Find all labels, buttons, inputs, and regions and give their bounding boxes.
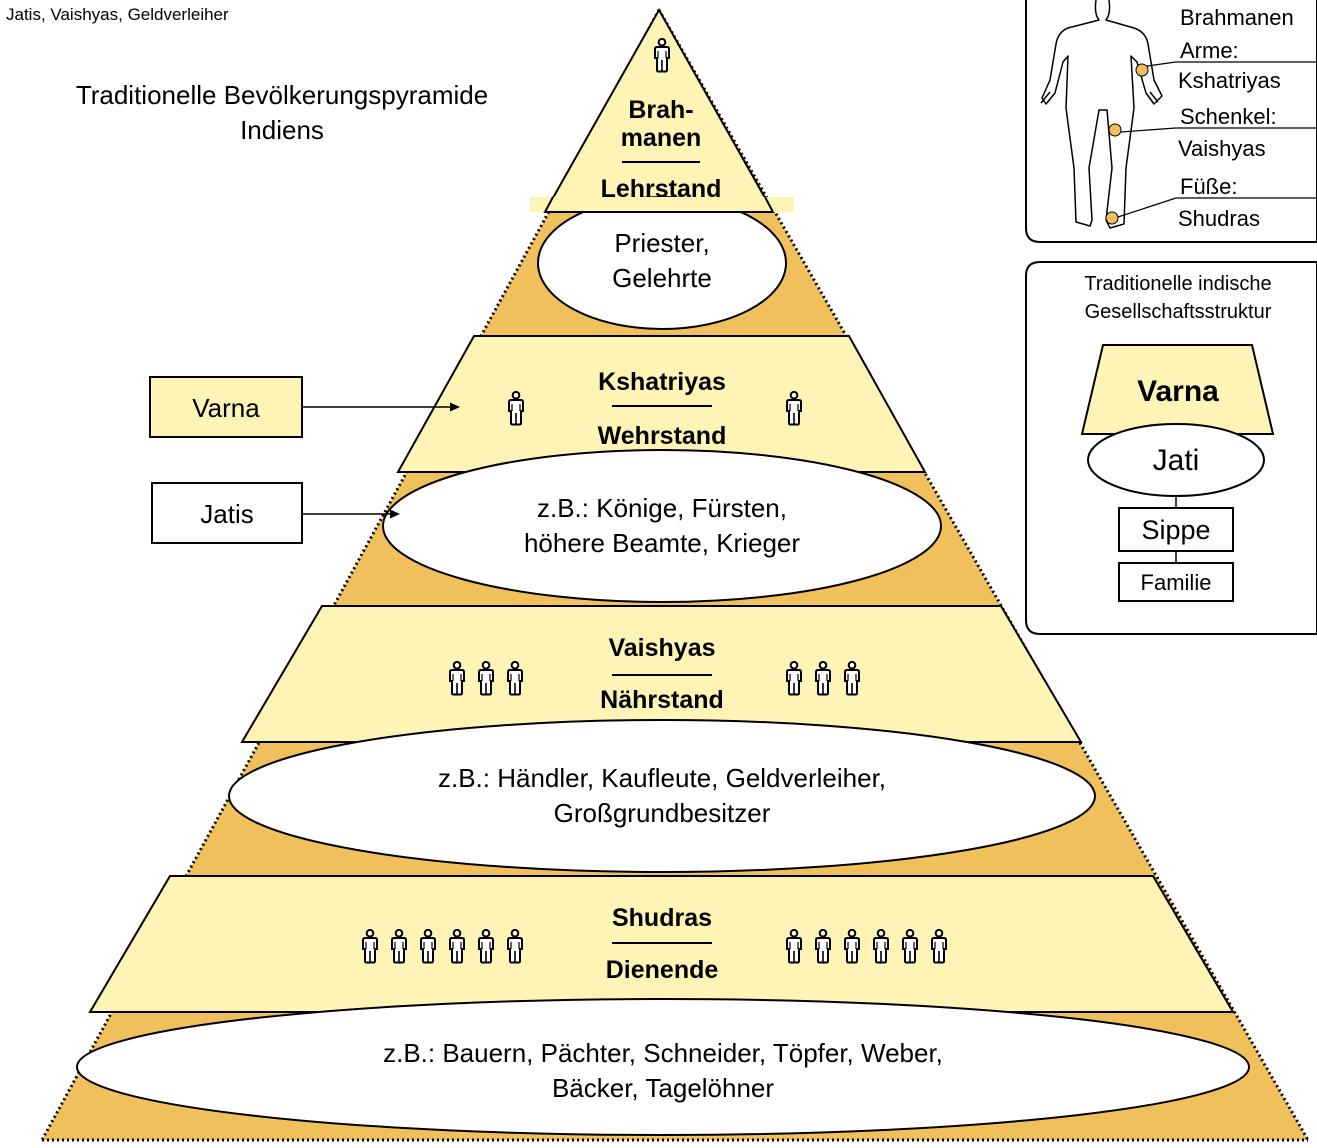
body-arms-label: Arme: <box>1180 38 1239 63</box>
caption-text: Jatis, Vaishyas, Geldverleiher <box>6 5 229 24</box>
structure-jati-label: Jati <box>1153 444 1200 477</box>
kshatriyas-stand: Wehrstand <box>598 422 727 450</box>
kshatriyas-name: Kshatriyas <box>598 368 726 396</box>
structure-title-2: Gesellschaftsstruktur <box>1085 301 1272 323</box>
diagram-title-line2: Indiens <box>240 115 324 145</box>
body-thigh-value: Vaishyas <box>1178 136 1266 161</box>
examples-vaishyas <box>229 720 1095 872</box>
brahmanen-examples-2: Gelehrte <box>612 263 712 293</box>
shudras-examples-2: Bäcker, Tagelöhner <box>552 1073 774 1103</box>
structure-sippe-label: Sippe <box>1141 515 1210 545</box>
vaishyas-stand: Nährstand <box>600 686 724 714</box>
vaishyas-examples-1: z.B.: Händler, Kaufleute, Geldverleiher, <box>438 763 886 793</box>
body-head-label: Brahmanen <box>1180 5 1294 30</box>
callout-varna-label: Varna <box>192 393 260 423</box>
examples-kshatriyas <box>383 450 941 602</box>
brahmanen-examples-1: Priester, <box>614 228 709 258</box>
brahmanen-name-1: Brah- <box>628 96 693 124</box>
body-feet-value: Shudras <box>1178 206 1260 231</box>
shudras-name: Shudras <box>612 904 712 932</box>
vaishyas-examples-2: Großgrundbesitzer <box>554 798 771 828</box>
body-marker-arms <box>1136 64 1148 76</box>
structure-familie-label: Familie <box>1141 570 1212 595</box>
shudras-examples-1: z.B.: Bauern, Pächter, Schneider, Töpfer… <box>383 1038 943 1068</box>
vaishyas-name: Vaishyas <box>608 634 715 662</box>
body-thigh-label: Schenkel: <box>1180 104 1277 129</box>
body-feet-label: Füße: <box>1180 174 1237 199</box>
brahmanen-name-2: manen <box>621 124 702 152</box>
kshatriyas-examples-1: z.B.: Könige, Fürsten, <box>537 493 787 523</box>
body-marker-feet <box>1106 212 1118 224</box>
brahmanen-band-overlap <box>530 197 794 212</box>
kshatriyas-examples-2: höhere Beamte, Krieger <box>524 528 800 558</box>
shudras-stand: Dienende <box>606 956 719 984</box>
body-arms-value: Kshatriyas <box>1178 68 1281 93</box>
callout-jatis-label: Jatis <box>200 499 253 529</box>
body-marker-thigh <box>1109 124 1121 136</box>
structure-title-1: Traditionelle indische <box>1084 273 1271 295</box>
structure-varna-label: Varna <box>1137 375 1219 408</box>
diagram-title-line1: Traditionelle Bevölkerungspyramide <box>76 80 488 110</box>
